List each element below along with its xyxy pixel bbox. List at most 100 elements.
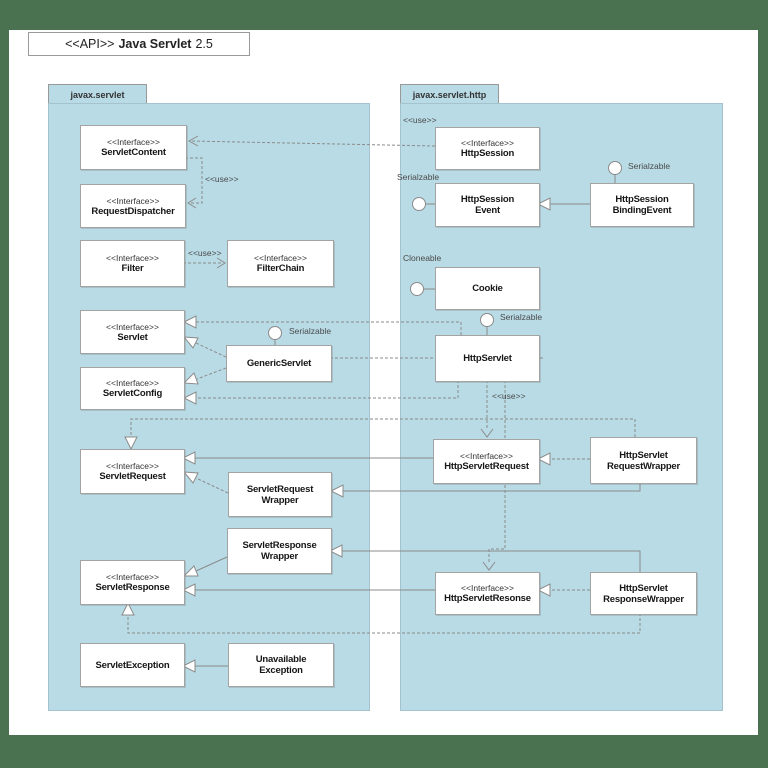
class-stereotype: <<Interface>> — [254, 253, 307, 263]
class-name: HttpServlet — [619, 449, 668, 461]
connector-realize-genericservlet-servletconfig — [196, 367, 227, 380]
class-name: Unavailable — [255, 654, 307, 665]
triangle-arrowhead-extend-httpservletrequest-servletrequest — [181, 451, 196, 465]
class-filter[interactable]: <<Interface>>Filter — [80, 240, 185, 287]
class-name: ResponseWrapper — [603, 593, 684, 605]
open-arrowhead-use-servletcontent-requestdispatcher — [187, 197, 197, 209]
class-name: Servlet — [117, 331, 148, 343]
class-name: Event — [475, 205, 500, 216]
triangle-arrowhead-realize-genericservlet-servletconfig — [182, 372, 199, 385]
class-name: HttpServletResonse — [444, 593, 531, 604]
connector-realize-httpservlet-servlet — [196, 321, 462, 335]
triangle-arrowhead-extend-httpservletrequestwrapper-servletrequestwrapper — [329, 484, 344, 498]
connector-realize-servletrequestwrapper-servletrequest — [195, 477, 229, 494]
class-name: HttpServlet — [619, 582, 668, 594]
connector-extend-httpservletrequestwrapper-servletrequestwrapper — [343, 482, 641, 492]
class-name: RequestWrapper — [606, 460, 681, 472]
class-name: Filter — [121, 263, 144, 274]
class-name: HttpServletRequest — [444, 461, 529, 472]
class-stereotype: <<Interface>> — [460, 451, 513, 461]
class-name: FilterChain — [256, 263, 305, 274]
triangle-arrowhead-extend-httpservletresponsewrapper-servletresponsewrapper — [328, 544, 343, 558]
triangle-arrowhead-realize-servletrequestwrapper-servletrequest — [182, 471, 199, 484]
class-stereotype: <<Interface>> — [106, 321, 159, 332]
class-stereotype: <<Interface>> — [106, 253, 159, 263]
title-name: Java Servlet — [118, 37, 192, 51]
class-name: ServletRequest — [99, 471, 166, 482]
title-stereotype: <<API>> — [65, 37, 115, 51]
class-name: ServletResponse — [95, 582, 170, 593]
class-name: ServletException — [95, 659, 170, 671]
triangle-arrowhead-extend-httpsessionbindingevent-httpsessionevent — [536, 197, 551, 211]
connector-use-httpservlet-httpservletresonse — [488, 380, 506, 562]
class-name: ServletResponse — [242, 540, 317, 551]
class-http-session[interactable]: <<Interface>>HttpSession — [435, 127, 540, 170]
triangle-arrowhead-extend-httpservletresonse-servletresponse — [181, 583, 196, 597]
open-arrowhead-use-httpsession-servletcontent — [187, 135, 199, 147]
class-stereotype: <<Interface>> — [461, 583, 514, 593]
open-arrowhead-use-httpservlet-httpservletresonse — [482, 561, 496, 571]
class-cookie[interactable]: Cookie — [435, 267, 540, 310]
triangle-arrowhead-realize-genericservlet-servlet — [182, 336, 199, 349]
class-stereotype: <<Interface>> — [461, 138, 514, 148]
class-servlet-response[interactable]: <<Interface>>ServletResponse — [80, 560, 185, 605]
class-name: Wrapper — [261, 551, 298, 562]
class-stereotype: <<Interface>> — [106, 461, 159, 471]
open-arrowhead-use-httpservlet-httpservletrequest — [480, 428, 494, 438]
package-label: javax.servlet.http — [412, 89, 487, 100]
connector-use-servletcontent-requestdispatcher — [185, 157, 203, 204]
class-http-servlet-resonse[interactable]: <<Interface>>HttpServletResonse — [435, 572, 540, 615]
class-name: Wrapper — [261, 494, 299, 506]
lollipop-interface-icon — [410, 282, 424, 296]
class-name: Exception — [259, 665, 303, 676]
open-arrowhead-use-filter-filterchain — [216, 257, 226, 269]
connector-realize-genericservlet-servlet — [195, 342, 227, 358]
connector-extend-httpservletresponsewrapper-servletresponsewrapper — [342, 550, 641, 572]
triangle-arrowhead-realize-httpservlet-servletconfig — [182, 391, 197, 405]
connector-use-httpsession-servletcontent — [189, 140, 436, 147]
class-name: Cookie — [472, 283, 503, 294]
class-name: ServletContent — [101, 147, 166, 158]
connector-realize-httpservletresponsewrapper-servletresponse — [127, 613, 641, 634]
triangle-arrowhead-realize-httpservletrequestwrapper-httpservletrequest — [536, 452, 551, 466]
class-name: BindingEvent — [612, 205, 672, 216]
title-version: 2.5 — [195, 37, 213, 51]
class-filter-chain[interactable]: <<Interface>>FilterChain — [227, 240, 334, 287]
class-servlet[interactable]: <<Interface>>Servlet — [80, 310, 185, 354]
class-servlet-content[interactable]: <<Interface>>ServletContent — [80, 125, 187, 170]
class-name: HttpSession — [460, 148, 515, 159]
triangle-arrowhead-realize-httpservletresponsewrapper-servletresponse — [121, 601, 135, 616]
triangle-arrowhead-extend-unavailableexception-servletexception — [181, 659, 196, 673]
class-name: HttpSession — [615, 194, 669, 205]
diagram-title[interactable]: <<API>> Java Servlet 2.5 — [28, 32, 250, 56]
class-servlet-config[interactable]: <<Interface>>ServletConfig — [80, 367, 185, 410]
lollipop-interface-icon — [268, 326, 282, 340]
class-stereotype: <<Interface>> — [107, 137, 160, 147]
class-servlet-request[interactable]: <<Interface>>ServletRequest — [80, 449, 185, 494]
package-label: javax.servlet — [70, 89, 125, 100]
class-name: GenericServlet — [246, 358, 312, 369]
class-request-dispatcher[interactable]: <<Interface>>RequestDispatcher — [80, 184, 186, 228]
class-name: HttpSession — [460, 194, 515, 205]
class-name: ServletRequest — [246, 483, 314, 495]
class-servlet-exception[interactable]: ServletException — [80, 643, 185, 687]
class-name: RequestDispatcher — [91, 205, 175, 217]
connector-realize-httpservletrequestwrapper-servletrequest — [130, 418, 636, 438]
class-generic-servlet[interactable]: GenericServlet — [226, 345, 332, 382]
triangle-arrowhead-realize-httpservletrequestwrapper-servletrequest — [124, 436, 138, 451]
triangle-arrowhead-realize-httpservlet-servlet — [182, 315, 197, 329]
class-http-servlet-request[interactable]: <<Interface>>HttpServletRequest — [433, 439, 540, 484]
class-stereotype: <<Interface>> — [106, 195, 160, 206]
triangle-arrowhead-realize-httpservletresponsewrapper-httpservletresonse — [536, 583, 551, 597]
class-name: ServletConfig — [102, 388, 163, 399]
class-http-servlet[interactable]: HttpServlet — [435, 335, 540, 382]
